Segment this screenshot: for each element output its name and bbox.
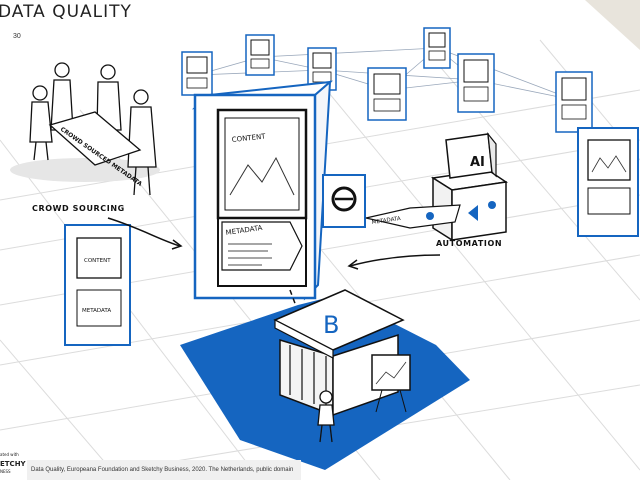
crowd-sourcing-label: CROWD SOURCING [32, 204, 125, 213]
main-cabinet [191, 79, 334, 301]
arrow-left-icon [468, 205, 478, 221]
page-number: 30 [13, 33, 21, 40]
frame-small [181, 51, 213, 96]
crowd-group [10, 62, 160, 196]
sketchy-business-logo: ated with ETCHY NESS [0, 452, 26, 480]
content-frame-left [64, 224, 131, 346]
left-frame-content-label: CONTENT [84, 258, 111, 264]
frame-small [245, 34, 275, 76]
automation-metadata-label: METADATA [371, 216, 401, 226]
logo-line: NESS [0, 469, 11, 474]
frame-small [423, 27, 451, 69]
frame-small [555, 71, 593, 133]
gear-icon [488, 201, 496, 209]
metadata-tag-small [365, 204, 461, 229]
logo-line: ETCHY [0, 460, 26, 468]
arrowhead-icon [347, 259, 359, 270]
ai-label: AI [470, 155, 485, 170]
arrow-automation-to-cabinet [349, 254, 441, 267]
frame-small [457, 53, 495, 113]
frame-right-large [577, 127, 639, 237]
arrowhead-icon [171, 239, 183, 250]
image-caption: Data Quality, Europeana Foundation and S… [27, 460, 301, 480]
logo-line: ated with [0, 452, 19, 457]
arrow-crowd-to-cabinet [107, 217, 181, 247]
automation-cube [365, 132, 509, 242]
gear-icon [426, 212, 434, 220]
person-figure [317, 390, 335, 443]
page-title: DATA QUALITY [0, 2, 132, 22]
automation-label: AUTOMATION [436, 239, 503, 248]
left-frame-metadata-label: METADATA [82, 308, 111, 314]
frame-small [367, 67, 407, 121]
easel-chart [371, 354, 411, 413]
badge-e-icon [322, 174, 366, 228]
cabinet-content-label: CONTENT [231, 132, 266, 144]
corner-decoration [585, 0, 640, 50]
building-letter: B [323, 311, 339, 339]
